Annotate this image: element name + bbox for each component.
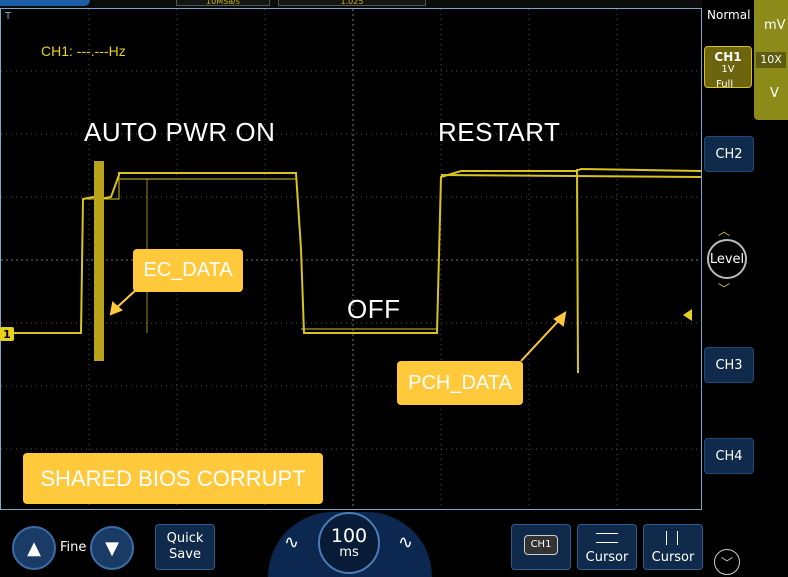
triangle-up-icon: ▲ <box>27 537 41 559</box>
cursor-vertical-button[interactable]: Cursor <box>643 524 703 570</box>
trigger-position-marker[interactable]: T <box>5 11 12 22</box>
unit-mv-option[interactable]: mV <box>764 18 786 33</box>
acquisition-mode: Normal <box>707 8 751 22</box>
grid <box>1 9 701 509</box>
probe-10x-option[interactable]: 10X <box>756 52 786 68</box>
fine-down-button[interactable]: ▼ <box>90 526 134 570</box>
center-axes <box>1 9 701 509</box>
unit-v-option[interactable]: V <box>770 86 779 101</box>
brand-logo <box>0 0 90 6</box>
waveform-svg <box>1 9 701 509</box>
ch1-button-label: CH1 <box>714 50 742 64</box>
cursor-label-1: Cursor <box>585 550 629 565</box>
label-auto-pwr-on: AUTO PWR ON <box>84 117 276 147</box>
timebase-unit: ms <box>339 545 359 560</box>
timebase-value: 100 <box>330 525 368 547</box>
trigger-level-knob[interactable]: Level <box>707 239 747 279</box>
level-up-chevron-icon[interactable]: ︿ <box>718 224 731 238</box>
ch1-vertical-popup[interactable]: mV 10X V <box>754 0 788 120</box>
callout-ec-data: EC_DATA <box>133 249 243 292</box>
timebase-decrease-icon[interactable]: ∿ <box>284 532 300 553</box>
annotation-arrows <box>109 288 567 362</box>
ch1-cursor-select-button[interactable]: CH1 <box>511 524 571 570</box>
record-readout: 1.025 <box>278 0 426 6</box>
quick-save-button[interactable]: Quick Save <box>155 524 215 570</box>
triangle-down-icon: ▼ <box>105 537 119 559</box>
sample-rate-readout: 10MSa/s <box>176 0 270 6</box>
level-down-chevron-icon[interactable]: ﹀ <box>718 282 731 296</box>
cursor-label-2: Cursor <box>651 550 695 565</box>
waveform-display[interactable]: CH1: ---.---Hz AUTO PWR ON RESTART OFF E… <box>0 8 702 510</box>
ch1-chip: CH1 <box>524 535 558 555</box>
ch1-button[interactable]: CH1 1V <box>704 46 752 88</box>
cursor-horizontal-button[interactable]: Cursor <box>577 524 637 570</box>
ch4-button[interactable]: CH4 <box>704 438 754 474</box>
ch1-scale: 1V <box>721 64 735 75</box>
label-off: OFF <box>347 294 401 324</box>
label-restart: RESTART <box>438 117 561 147</box>
fine-up-button[interactable]: ▲ <box>12 526 56 570</box>
fine-label: Fine <box>60 540 87 555</box>
quick-save-label: Quick Save <box>166 531 204 562</box>
ec-data-burst <box>94 161 104 361</box>
vertical-cursor-icon <box>666 531 678 545</box>
ch1-ground-marker[interactable]: 1 <box>0 327 14 341</box>
ch1-trace <box>11 167 701 374</box>
callout-shared-bios-corrupt: SHARED BIOS CORRUPT <box>23 453 323 504</box>
ch3-button[interactable]: CH3 <box>704 347 754 383</box>
timebase-increase-icon[interactable]: ∿ <box>398 532 414 553</box>
callout-pch-data: PCH_DATA <box>397 361 523 405</box>
expand-menu-chevron-icon[interactable]: ﹀ <box>714 549 740 575</box>
ch2-button[interactable]: CH2 <box>704 136 754 172</box>
horizontal-cursor-icon <box>596 533 618 543</box>
timebase-knob[interactable]: 100 ms <box>318 512 380 574</box>
trigger-level-arrow-icon[interactable] <box>683 309 692 321</box>
ch1-bandwidth: Full <box>716 79 734 90</box>
top-status-strip: 10MSa/s 1.025 <box>0 0 788 8</box>
ch1-frequency-readout: CH1: ---.---Hz <box>41 43 126 59</box>
